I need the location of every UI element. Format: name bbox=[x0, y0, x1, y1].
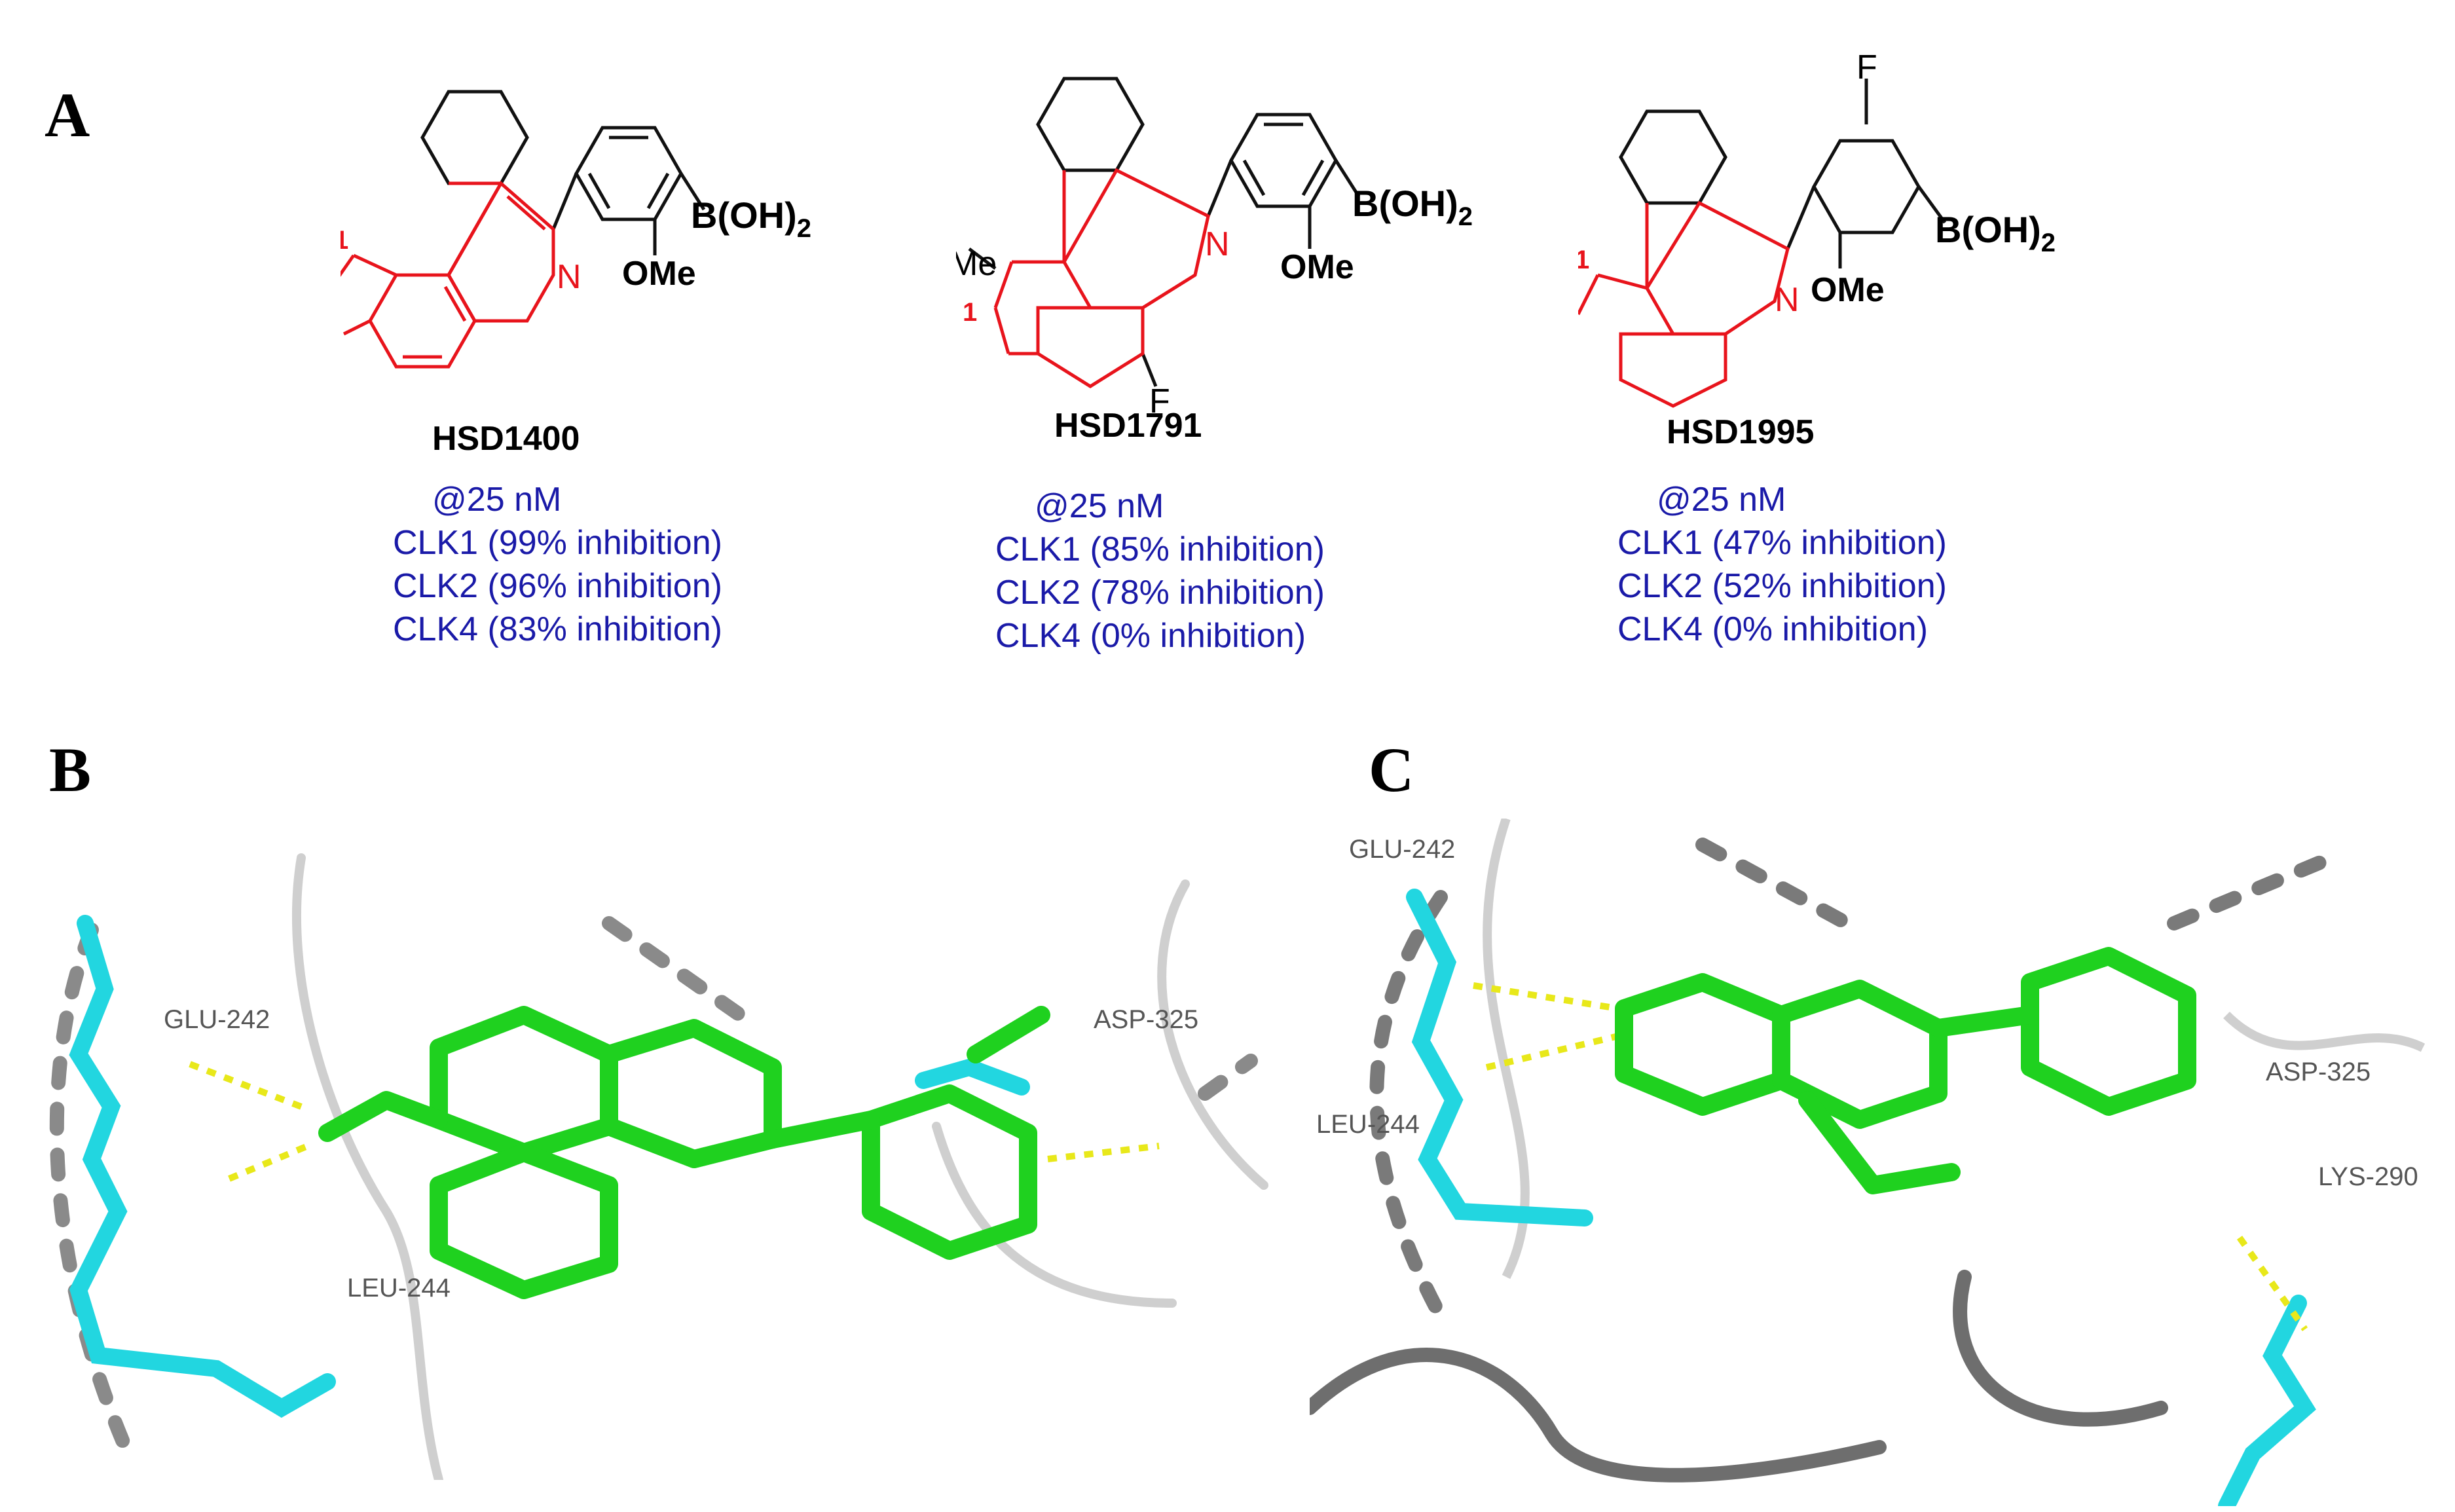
ring-n-label: N bbox=[1205, 225, 1230, 263]
activity-hsd1995: @25 nM CLK1 (47% inhibition) CLK2 (52% i… bbox=[1617, 478, 1947, 651]
fluoro-label: F bbox=[1856, 48, 1877, 86]
activity-conc: @25 nM bbox=[1035, 487, 1164, 525]
structure-hsd1791-drawing: B(OH)2 OMe Me F N 1 bbox=[950, 77, 1473, 420]
activity-clk1: CLK1 (85% inhibition) bbox=[995, 530, 1325, 568]
ring-n-label: N bbox=[557, 258, 581, 296]
residue-label: GLU-242 bbox=[1349, 835, 1455, 864]
residue-label: ASP-325 bbox=[1094, 1005, 1198, 1034]
residue-label: GLU-242 bbox=[164, 1005, 270, 1034]
structure-hsd1791: B(OH)2 OMe Me F N 1 bbox=[950, 59, 1545, 426]
panel-label-a: A bbox=[45, 80, 90, 150]
methoxy-label: OMe bbox=[622, 255, 696, 293]
activity-clk1: CLK1 (99% inhibition) bbox=[393, 524, 722, 562]
position-1-label: 1 bbox=[1578, 246, 1589, 274]
activity-clk4: CLK4 (83% inhibition) bbox=[393, 610, 722, 648]
methyl-label: Me bbox=[956, 245, 997, 283]
activity-clk4: CLK4 (0% inhibition) bbox=[1617, 610, 1929, 648]
compound-name-hsd1995: HSD1995 bbox=[1667, 413, 1815, 451]
docking-render-b: GLU-242 ASP-325 LEU-244 bbox=[49, 853, 1268, 1480]
compound-name-hsd1400: HSD1400 bbox=[432, 420, 580, 458]
residue-label: LEU-244 bbox=[347, 1274, 451, 1302]
activity-clk1: CLK1 (47% inhibition) bbox=[1617, 524, 1947, 562]
activity-clk2: CLK2 (96% inhibition) bbox=[393, 567, 722, 605]
residue-label: ASP-325 bbox=[2266, 1058, 2371, 1086]
docking-view-b: GLU-242 ASP-325 LEU-244 bbox=[20, 845, 1277, 1480]
docking-view-c: GLU-242 LEU-244 ASP-325 LYS-290 bbox=[1310, 819, 2436, 1506]
compound-name-hsd1791: HSD1791 bbox=[1054, 407, 1202, 445]
activity-conc: @25 nM bbox=[1657, 481, 1786, 519]
activity-clk2: CLK2 (52% inhibition) bbox=[1617, 567, 1947, 605]
boronic-acid-label: B(OH)2 bbox=[1935, 209, 2056, 257]
fluoro-label: F bbox=[1149, 382, 1170, 420]
residue-label: LYS-290 bbox=[2318, 1162, 2418, 1191]
methoxy-label: OMe bbox=[1811, 271, 1885, 309]
boronic-acid-label: B(OH)2 bbox=[691, 194, 811, 243]
activity-clk2: CLK2 (78% inhibition) bbox=[995, 574, 1325, 612]
activity-conc: @25 nM bbox=[432, 481, 562, 519]
structure-hsd1400: B(OH)2 OMe N 1 bbox=[329, 59, 930, 426]
panel-label-b: B bbox=[49, 735, 92, 805]
docking-render-c: GLU-242 LEU-244 ASP-325 LYS-290 bbox=[1310, 819, 2426, 1506]
activity-clk4: CLK4 (0% inhibition) bbox=[995, 617, 1306, 655]
panel-label-c: C bbox=[1369, 735, 1414, 805]
position-1-label: 1 bbox=[341, 226, 348, 255]
activity-hsd1400: @25 nM CLK1 (99% inhibition) CLK2 (96% i… bbox=[393, 478, 722, 651]
residue-label: LEU-244 bbox=[1316, 1110, 1420, 1139]
structure-hsd1995: F B(OH)2 OMe N 1 bbox=[1575, 39, 2168, 419]
structure-hsd1995-drawing: F B(OH)2 OMe N 1 bbox=[1575, 48, 2056, 408]
boronic-acid-label: B(OH)2 bbox=[1352, 183, 1473, 231]
position-1-label: 1 bbox=[963, 298, 977, 327]
methoxy-label: OMe bbox=[1280, 248, 1354, 286]
ring-n-label: N bbox=[1775, 281, 1800, 319]
structure-hsd1400-drawing: B(OH)2 OMe N 1 bbox=[329, 90, 811, 369]
activity-hsd1791: @25 nM CLK1 (85% inhibition) CLK2 (78% i… bbox=[995, 485, 1325, 657]
